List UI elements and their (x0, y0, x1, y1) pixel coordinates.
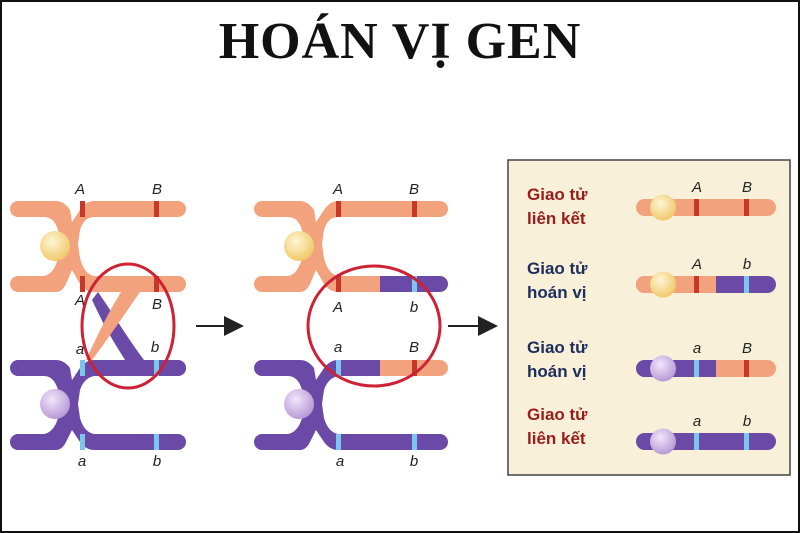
gamete-3-label-B: B (742, 340, 752, 357)
label-a-mid-recomb: a (334, 339, 342, 356)
crossover-circle-mid (306, 264, 442, 388)
label-b-mid-bottom: b (410, 453, 418, 470)
allele-band-A-cross (80, 276, 85, 292)
allele-band-A-mid-recomb (336, 276, 341, 292)
label-A-mid-top: A (332, 181, 343, 198)
gamete-2-band-b (744, 276, 749, 293)
label-b-left-bottom: b (153, 453, 161, 470)
crossover-circle-left (80, 262, 176, 390)
label-a-mid-bottom: a (336, 453, 344, 470)
centromere-lilac (40, 389, 70, 419)
label-A-left-cross: A (74, 292, 85, 309)
allele-band-A-mid-top (336, 201, 341, 217)
allele-band-B-mid-top (412, 201, 417, 217)
allele-band-B-top (154, 201, 159, 217)
gamete-row-1: Giao tử liên kết A B (527, 179, 776, 228)
middle-chromosome-pair (254, 201, 448, 450)
purple-recombined-chromosome (254, 360, 448, 450)
allele-band-B-cross (154, 276, 159, 292)
label-A-left-top: A (74, 181, 85, 198)
gamete-2-label-b: b (743, 256, 751, 273)
gamete-4-line1: Giao tử (527, 405, 588, 424)
label-B-mid-top: B (409, 181, 419, 198)
centromere-yellow-mid (284, 231, 314, 261)
gamete-1-band-B (744, 199, 749, 216)
allele-band-A-top (80, 201, 85, 217)
gamete-3-line1: Giao tử (527, 338, 588, 357)
gamete-4-band-b (744, 433, 749, 450)
gamete-row-4: Giao tử liên kết a b (527, 405, 776, 455)
left-chromosome-pair (10, 201, 186, 450)
gamete-row-2: Giao tử hoán vị A b (527, 256, 776, 302)
allele-band-b-cross (154, 360, 159, 376)
centromere-yellow (40, 231, 70, 261)
gamete-2-band-A (694, 276, 699, 293)
gamete-2-line2: hoán vị (527, 283, 587, 302)
gamete-1-line1: Giao tử (527, 185, 588, 204)
label-A-mid-recomb: A (332, 299, 343, 316)
label-a-left-bottom: a (78, 453, 86, 470)
allele-band-b-bottom (154, 434, 159, 450)
allele-band-b-mid-bottom (412, 434, 417, 450)
gamete-4-label-b: b (743, 413, 751, 430)
gamete-2-centromere (650, 271, 676, 298)
allele-band-a-mid-bottom (336, 434, 341, 450)
label-b-left-cross: b (151, 339, 159, 356)
gamete-3-label-a: a (693, 340, 701, 357)
orange-recombined-chromosome (254, 201, 448, 292)
label-B-mid-recomb: B (409, 339, 419, 356)
gamete-2-line1: Giao tử (527, 259, 588, 278)
gamete-4-label-a: a (693, 413, 701, 430)
orange-crossing-arm (86, 276, 186, 360)
gamete-1-centromere (650, 194, 676, 221)
gamete-4-band-a (694, 433, 699, 450)
allele-band-a-bottom (80, 434, 85, 450)
gamete-1-label-A: A (691, 179, 702, 196)
gamete-1-band-A (694, 199, 699, 216)
allele-band-b-mid-recomb (412, 276, 417, 292)
gamete-1-label-B: B (742, 179, 752, 196)
gamete-3-band-a (694, 360, 699, 377)
allele-band-B-mid-recomb (412, 360, 417, 376)
page-title: HOÁN VỊ GEN (218, 13, 582, 70)
gamete-3-line2: hoán vị (527, 362, 587, 381)
label-b-mid-recomb: b (410, 299, 418, 316)
label-B-left-top: B (152, 181, 162, 198)
allele-band-a-cross (80, 360, 85, 376)
gamete-4-centromere (650, 428, 676, 455)
gamete-row-3: Giao tử hoán vị a B (527, 338, 776, 382)
purple-chromosome (10, 360, 186, 450)
gamete-3-centromere (650, 355, 676, 382)
gamete-4-line2: liên kết (527, 429, 586, 448)
orange-chromosome (10, 201, 186, 292)
gamete-1-line2: liên kết (527, 209, 586, 228)
label-a-left-cross: a (76, 341, 84, 358)
label-B-left-cross: B (152, 296, 162, 313)
centromere-lilac-mid (284, 389, 314, 419)
allele-band-a-mid-recomb (336, 360, 341, 376)
gamete-2-label-A: A (691, 256, 702, 273)
gamete-3-band-B (744, 360, 749, 377)
